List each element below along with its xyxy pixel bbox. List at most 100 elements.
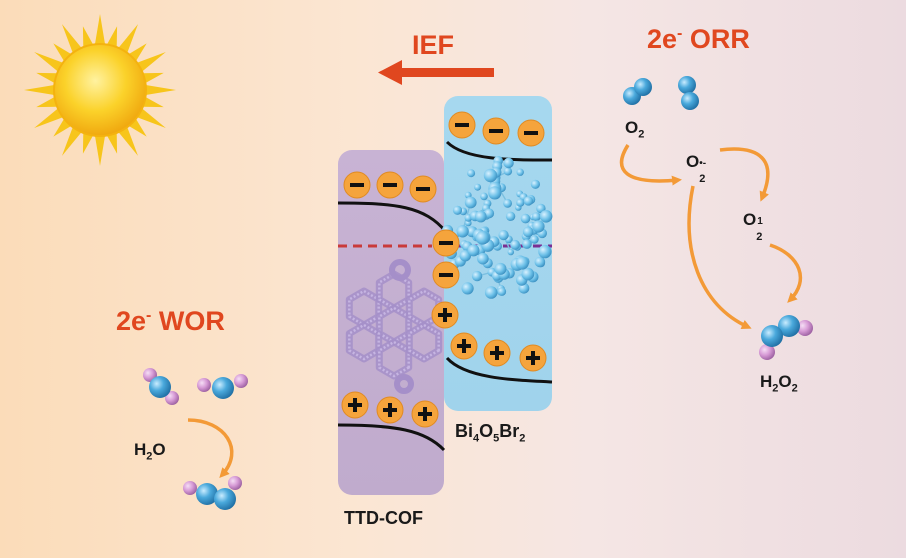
sun-ray xyxy=(145,84,176,96)
sun-ray xyxy=(142,72,164,84)
cof-conduction-band xyxy=(337,201,448,233)
cluster-atom xyxy=(503,167,513,176)
charge-bar xyxy=(416,187,430,191)
electron-charge-icon xyxy=(517,119,545,147)
cluster-atom xyxy=(530,235,539,244)
cluster-atom xyxy=(471,270,483,282)
oxygen-atom xyxy=(214,488,236,510)
ief-label: IEF xyxy=(412,30,455,60)
cluster-atom xyxy=(530,179,541,189)
charge-bar xyxy=(489,129,503,133)
sun-ray xyxy=(128,118,147,137)
cluster-atom xyxy=(539,210,553,223)
sun-ray xyxy=(118,127,138,156)
hydrogen-atom xyxy=(165,391,179,405)
cluster-atom xyxy=(522,239,532,249)
superoxide-to-singlet-arrow xyxy=(719,147,770,202)
hole-charge-icon xyxy=(519,344,547,372)
electron-charge-icon xyxy=(343,171,371,199)
cluster-atom xyxy=(475,231,490,245)
electron-charge-icon xyxy=(376,171,404,199)
sun-ray xyxy=(137,108,166,128)
charge-markers xyxy=(341,111,547,428)
hole-charge-icon xyxy=(483,339,511,367)
superoxide-to-h2o2-arrow xyxy=(687,185,752,330)
cluster-atom xyxy=(484,208,495,219)
cof-ring-texture xyxy=(408,323,440,361)
cluster-atom xyxy=(507,248,514,256)
sun-ray xyxy=(94,135,106,166)
hydrogen-atom xyxy=(234,374,248,388)
oxygen-atom xyxy=(778,315,800,337)
hydrogen-atom xyxy=(759,344,775,360)
cluster-atom xyxy=(505,211,516,221)
cluster-atom xyxy=(467,169,476,178)
cluster-atom xyxy=(532,212,541,222)
oxygen-atom xyxy=(634,78,652,96)
sun-icon xyxy=(24,14,176,166)
electron-charge-icon xyxy=(432,229,460,257)
charge-bar xyxy=(531,351,535,365)
molecule-group xyxy=(143,76,813,510)
h2o2-label: H2O2 xyxy=(760,372,798,395)
sun-ray xyxy=(128,43,147,62)
charge-bar xyxy=(495,346,499,360)
cluster-atom xyxy=(510,239,520,250)
hole-charge-icon xyxy=(341,391,369,419)
cluster-atom xyxy=(515,256,529,270)
h2o-molecule-icon xyxy=(197,374,248,399)
ttd-cof-label: TTD-COF xyxy=(344,508,423,528)
hole-charge-icon xyxy=(450,332,478,360)
cluster-atom xyxy=(484,286,498,299)
cluster-atom xyxy=(534,256,546,268)
cluster-atom xyxy=(464,196,477,209)
cluster-atom xyxy=(532,220,545,233)
o2-molecule-icon xyxy=(678,76,699,110)
cof-link xyxy=(389,259,411,281)
sun-ray xyxy=(34,52,63,72)
cluster-atom xyxy=(522,226,534,238)
hydrogen-atom xyxy=(197,378,211,392)
sun-ray xyxy=(82,26,94,48)
superoxide-label: O•-2 xyxy=(686,152,707,185)
bi4o5br2-label: Bi4O5Br2 xyxy=(455,421,526,445)
oxygen-atom xyxy=(681,92,699,110)
sun-ray xyxy=(24,84,55,96)
sun-ray xyxy=(62,127,82,156)
singlet-to-h2o2-arrow xyxy=(769,243,802,303)
charge-bar xyxy=(455,123,469,127)
cof-framework-structure xyxy=(345,259,443,394)
o2-label: O2 xyxy=(625,118,645,141)
charge-bar xyxy=(439,273,453,277)
cluster-atom xyxy=(452,205,463,215)
hydrogen-atom xyxy=(183,481,197,495)
bi4o5br2-cluster-structure xyxy=(441,156,553,299)
charge-bar xyxy=(462,339,466,353)
cluster-atom xyxy=(503,157,514,169)
cluster-atom xyxy=(497,287,507,296)
cluster-atom xyxy=(461,282,474,295)
sun-ray xyxy=(62,24,82,53)
cluster-atom xyxy=(467,244,480,257)
cluster-atom xyxy=(488,186,502,200)
hole-charge-icon xyxy=(376,396,404,424)
sun-ray xyxy=(34,108,63,128)
h2o2-molecule-icon xyxy=(759,315,813,360)
cluster-atom xyxy=(480,192,488,201)
cluster-atom xyxy=(477,252,489,265)
oxygen-atom xyxy=(196,483,218,505)
sun-ray xyxy=(137,52,166,72)
hole-charge-icon xyxy=(411,400,439,428)
bob-valence-band xyxy=(445,356,553,384)
cluster-atom xyxy=(538,244,552,259)
sun-ray xyxy=(82,132,94,154)
sun-ray xyxy=(142,96,164,108)
o2-molecule-icon xyxy=(623,78,652,105)
oxygen-atom xyxy=(678,76,696,94)
charge-bar xyxy=(524,131,538,135)
orr-title: 2e- ORR xyxy=(647,24,750,54)
sun-ray xyxy=(36,72,58,84)
h2o2-molecule-icon xyxy=(183,476,242,510)
